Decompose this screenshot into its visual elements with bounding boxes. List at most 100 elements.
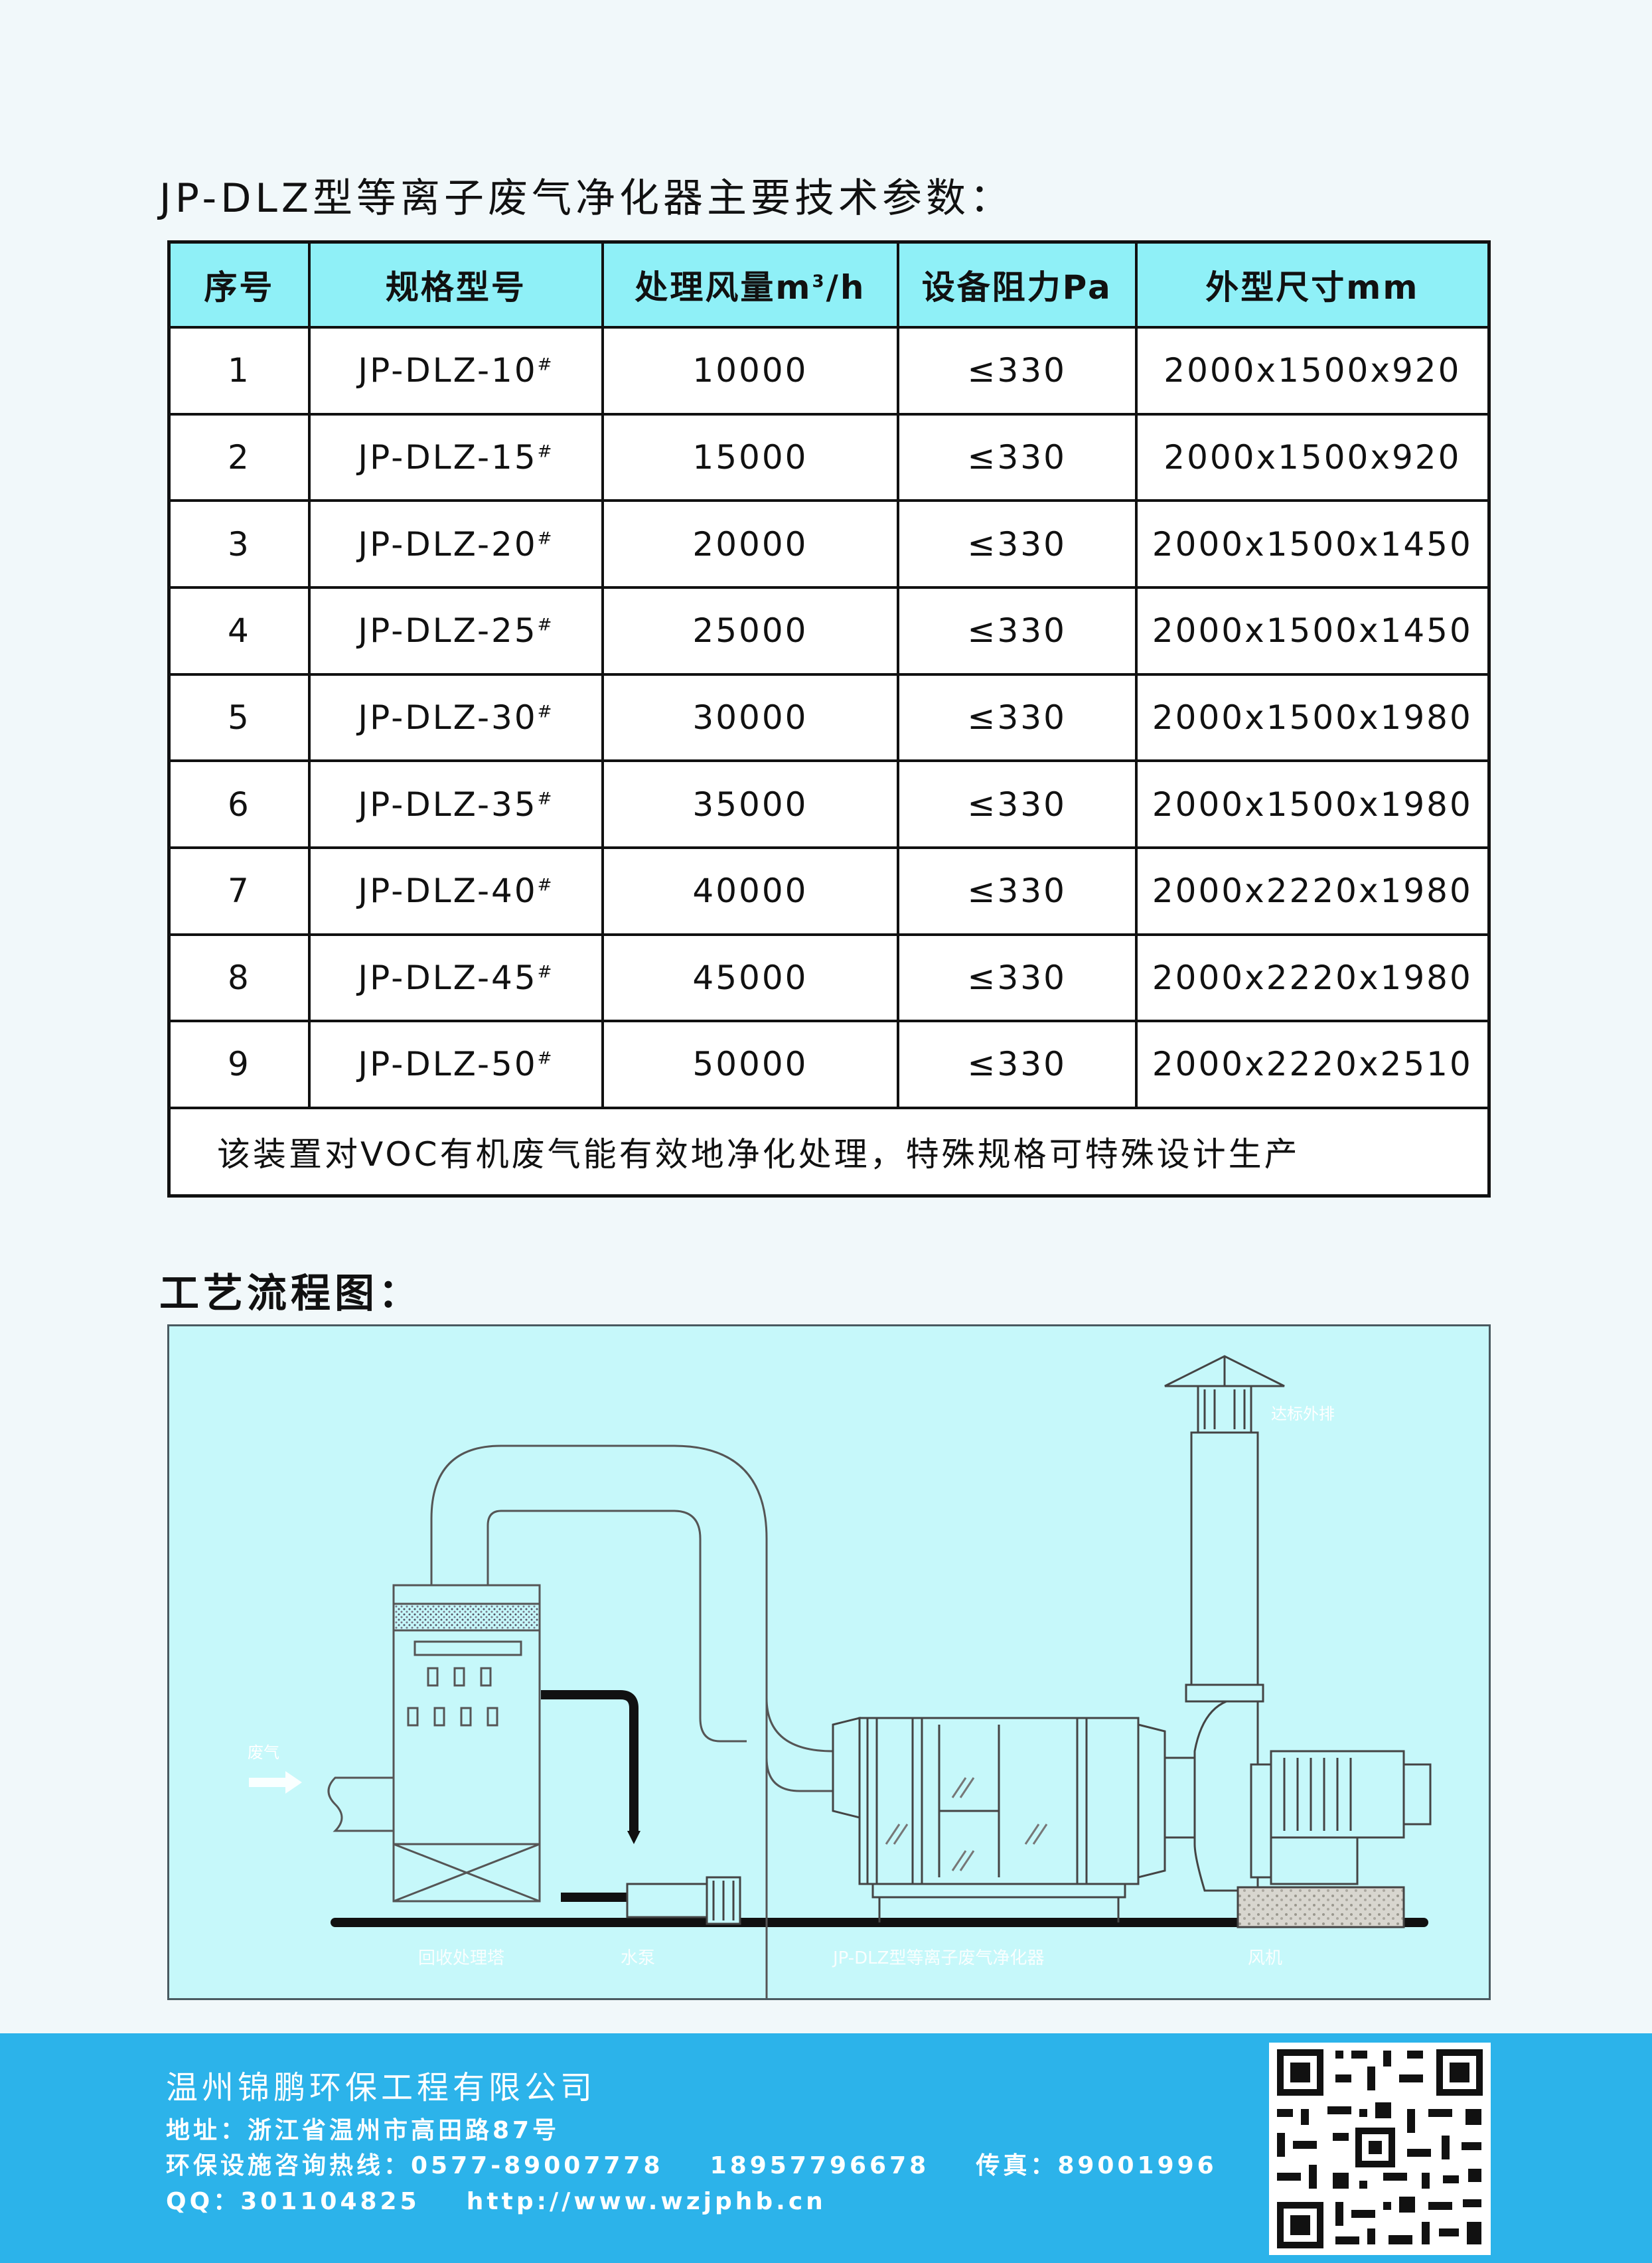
cell-flow: 15000 bbox=[601, 412, 899, 503]
table-row: 1 JP-DLZ-10# 10000 ≤330 2000x1500x920 bbox=[167, 326, 1491, 416]
cell-size: 2000x2220x2510 bbox=[1134, 1020, 1491, 1109]
model-mark: # bbox=[537, 615, 554, 635]
table-note-row: 该装置对VOC有机废气能有效地净化处理，特殊规格可特殊设计生产 bbox=[167, 1106, 1491, 1198]
spec-table: 序号 规格型号 处理风量m3/h 设备阻力Pa 外型尺寸mm 1 JP-DLZ-… bbox=[167, 240, 1491, 1198]
cell-model: JP-DLZ-20# bbox=[307, 499, 605, 589]
recovery-tower bbox=[392, 1584, 541, 1903]
company-contact: QQ：301104825 http://www.wzjphb.cn bbox=[166, 2188, 826, 2215]
cell-resistance: ≤330 bbox=[896, 412, 1138, 503]
cell-model: JP-DLZ-35# bbox=[307, 759, 605, 849]
table-row: 5 JP-DLZ-30# 30000 ≤330 2000x1500x1980 bbox=[167, 672, 1491, 763]
cell-no: 7 bbox=[167, 846, 311, 936]
cell-no: 4 bbox=[167, 586, 311, 676]
model-mark: # bbox=[537, 528, 554, 549]
cell-no: 2 bbox=[167, 412, 311, 503]
cell-size: 2000x1500x920 bbox=[1134, 326, 1491, 416]
process-flow-diagram: 废气 bbox=[167, 1324, 1491, 2000]
cell-no: 9 bbox=[167, 1020, 311, 1109]
cell-resistance: ≤330 bbox=[896, 499, 1138, 589]
valve-icon bbox=[627, 1831, 640, 1844]
header-resistance: 设备阻力Pa bbox=[896, 240, 1138, 329]
label-fan: 风机 bbox=[1248, 1948, 1282, 1968]
cell-size: 2000x1500x1980 bbox=[1134, 759, 1491, 849]
header-flow-text: 处理风量m bbox=[635, 268, 812, 307]
header-model: 规格型号 bbox=[307, 240, 605, 329]
cell-no: 8 bbox=[167, 933, 311, 1023]
duct-outer-curve bbox=[765, 1539, 834, 1753]
exhaust-stack bbox=[1164, 1355, 1285, 1703]
cell-model: JP-DLZ-45# bbox=[307, 933, 605, 1023]
label-tower: 回收处理塔 bbox=[418, 1948, 504, 1968]
cell-size: 2000x1500x1980 bbox=[1134, 672, 1491, 763]
cell-resistance: ≤330 bbox=[896, 672, 1138, 763]
cell-model: JP-DLZ-30# bbox=[307, 672, 605, 763]
table-row: 8 JP-DLZ-45# 45000 ≤330 2000x2220x1980 bbox=[167, 933, 1491, 1023]
model-mark: # bbox=[537, 875, 554, 896]
cell-size: 2000x1500x920 bbox=[1134, 412, 1491, 503]
inlet-pipe bbox=[327, 1776, 395, 1832]
plasma-purifier bbox=[832, 1717, 1166, 1922]
cell-model: JP-DLZ-50# bbox=[307, 1020, 605, 1109]
company-address: 地址：浙江省温州市高田路87号 bbox=[166, 2117, 560, 2144]
model-mark: # bbox=[537, 441, 554, 462]
model-mark: # bbox=[537, 702, 554, 722]
qr-code bbox=[1269, 2043, 1491, 2255]
header-size: 外型尺寸mm bbox=[1134, 240, 1491, 329]
label-pump: 水泵 bbox=[621, 1948, 655, 1968]
model-text: JP-DLZ-30 bbox=[358, 698, 538, 737]
air-duct bbox=[430, 1444, 833, 1998]
flow-title: 工艺流程图： bbox=[159, 1271, 422, 1317]
model-text: JP-DLZ-25 bbox=[358, 611, 538, 651]
cell-size: 2000x2220x1980 bbox=[1134, 933, 1491, 1023]
table-row: 9 JP-DLZ-50# 50000 ≤330 2000x2220x2510 bbox=[167, 1020, 1491, 1109]
model-text: JP-DLZ-10 bbox=[358, 351, 538, 390]
fan-unit bbox=[1164, 1697, 1432, 1928]
cell-resistance: ≤330 bbox=[896, 326, 1138, 416]
process-diagram-svg: 废气 bbox=[248, 1355, 1432, 1998]
cell-model: JP-DLZ-40# bbox=[307, 846, 605, 936]
page-title: JP-DLZ型等离子废气净化器主要技术参数： bbox=[159, 175, 1014, 222]
table-row: 7 JP-DLZ-40# 40000 ≤330 2000x2220x1980 bbox=[167, 846, 1491, 936]
header-flow: 处理风量m3/h bbox=[601, 240, 899, 329]
model-text: JP-DLZ-40 bbox=[358, 872, 538, 911]
table-row: 6 JP-DLZ-35# 35000 ≤330 2000x1500x1980 bbox=[167, 759, 1491, 849]
cell-no: 5 bbox=[167, 672, 311, 763]
model-text: JP-DLZ-45 bbox=[358, 958, 538, 997]
cell-resistance: ≤330 bbox=[896, 759, 1138, 849]
model-text: JP-DLZ-15 bbox=[358, 438, 538, 477]
cell-flow: 10000 bbox=[601, 326, 899, 416]
cell-no: 1 bbox=[167, 326, 311, 416]
cell-model: JP-DLZ-10# bbox=[307, 326, 605, 416]
purifier-glass-marks bbox=[885, 1777, 1048, 1871]
table-note: 该装置对VOC有机废气能有效地净化处理，特殊规格可特殊设计生产 bbox=[167, 1106, 1491, 1198]
table-row: 2 JP-DLZ-15# 15000 ≤330 2000x1500x920 bbox=[167, 412, 1491, 503]
table-row: 3 JP-DLZ-20# 20000 ≤330 2000x1500x1450 bbox=[167, 499, 1491, 589]
cell-resistance: ≤330 bbox=[896, 846, 1138, 936]
company-name: 温州锦鹏环保工程有限公司 bbox=[166, 2069, 597, 2106]
cell-flow: 40000 bbox=[601, 846, 899, 936]
label-exhaust: 达标外排 bbox=[1271, 1405, 1335, 1423]
company-hotline: 环保设施咨询热线：0577-89007778 18957796678 传真：89… bbox=[166, 2152, 1217, 2179]
header-no: 序号 bbox=[167, 240, 311, 329]
table-header-row: 序号 规格型号 处理风量m3/h 设备阻力Pa 外型尺寸mm bbox=[167, 240, 1491, 329]
cell-flow: 35000 bbox=[601, 759, 899, 849]
cell-flow: 30000 bbox=[601, 672, 899, 763]
cell-flow: 50000 bbox=[601, 1020, 899, 1109]
cell-resistance: ≤330 bbox=[896, 933, 1138, 1023]
inlet-arrow-icon bbox=[249, 1771, 302, 1794]
cell-no: 6 bbox=[167, 759, 311, 849]
cell-flow: 45000 bbox=[601, 933, 899, 1023]
cell-flow: 20000 bbox=[601, 499, 899, 589]
cell-size: 2000x2220x1980 bbox=[1134, 846, 1491, 936]
water-pump bbox=[626, 1876, 741, 1925]
model-text: JP-DLZ-35 bbox=[358, 785, 538, 824]
model-mark: # bbox=[537, 788, 554, 809]
cell-no: 3 bbox=[167, 499, 311, 589]
cell-resistance: ≤330 bbox=[896, 1020, 1138, 1109]
header-flow-unit: /h bbox=[826, 268, 866, 307]
model-text: JP-DLZ-20 bbox=[358, 524, 538, 564]
model-mark: # bbox=[537, 1048, 554, 1069]
model-text: JP-DLZ-50 bbox=[358, 1045, 538, 1084]
cell-size: 2000x1500x1450 bbox=[1134, 586, 1491, 676]
label-purifier: JP-DLZ型等离子废气净化器 bbox=[832, 1948, 1044, 1968]
